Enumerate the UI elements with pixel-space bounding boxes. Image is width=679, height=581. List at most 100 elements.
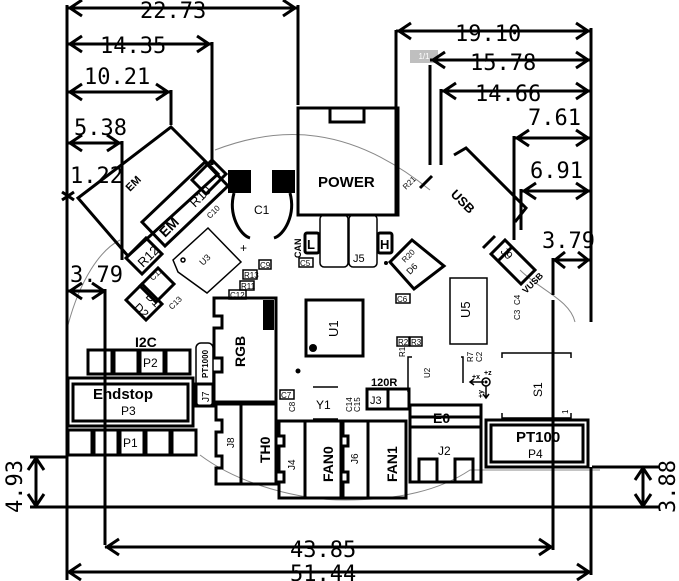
can-label: CAN — [293, 239, 303, 259]
i2c-label: I2C — [135, 334, 157, 350]
axis-x-label: +x — [472, 374, 480, 381]
j2-label: J2 — [438, 444, 451, 458]
r12-resistor — [123, 235, 165, 277]
u3-chip — [172, 226, 243, 294]
j2-e0-connector — [408, 403, 483, 484]
c15-label: C15 — [353, 397, 362, 412]
pt100-label: PT100 — [516, 429, 560, 446]
r7-label: R7 — [466, 351, 475, 362]
rgb-connector — [212, 296, 278, 404]
dim-3-79-left: 3.79 — [70, 263, 123, 288]
rgb-label: RGB — [232, 336, 248, 367]
s1-label: S1 — [531, 382, 545, 397]
e0-label: E0 — [433, 410, 450, 426]
j5-label: J5 — [353, 253, 365, 265]
s1-pin1-label: 1 — [561, 409, 570, 414]
y1-label: Y1 — [316, 398, 331, 412]
r3-label: R3 — [411, 338, 422, 347]
r10-label: R10 — [187, 183, 214, 210]
dim-19-10: 19.10 — [455, 22, 521, 47]
p4-label: P4 — [528, 447, 543, 461]
d1-d2-diodes — [123, 265, 177, 323]
dim-43-85: 43.85 — [290, 538, 356, 563]
smd-labels: C5 C6 C7 R13 C9 R11 C12 C10 C11 R2 R3 R1… — [148, 174, 522, 412]
c1-label: C1 — [254, 203, 270, 217]
em-pads-label: EM — [156, 214, 182, 240]
r13-label: R13 — [244, 271, 259, 280]
c5-label: C5 — [300, 259, 311, 268]
r2-label: R2 — [398, 338, 409, 347]
120r-label: 120R — [371, 377, 397, 389]
endstop-label: Endstop — [93, 386, 153, 403]
c4-label: C4 — [513, 294, 522, 305]
dim-4-93: 4.93 — [3, 460, 28, 513]
dim-22-73: 22.73 — [140, 0, 206, 24]
u5-label: U5 — [458, 301, 473, 318]
power-connector — [296, 106, 400, 217]
fan0-label: FAN0 — [320, 446, 336, 482]
dim-7-61: 7.61 — [528, 106, 581, 131]
s1-switch — [501, 352, 572, 419]
p4-pt100-connector — [484, 418, 590, 469]
r10-resistor — [189, 157, 229, 197]
j3-connector — [365, 387, 411, 411]
axis-z-label: +z — [484, 370, 492, 377]
c13-label: C13 — [167, 294, 184, 311]
em-label: EM — [124, 174, 144, 194]
c9-label: C9 — [260, 261, 271, 270]
c12-label: C12 — [230, 291, 245, 300]
dim-3-79-right: 3.79 — [542, 229, 595, 254]
c1-polarity-plus: + — [240, 241, 247, 255]
j8-th0-connector — [214, 402, 278, 486]
j7-label: J7 — [201, 391, 212, 402]
u2-sensor — [407, 356, 491, 400]
c8-label: C8 — [288, 401, 297, 412]
dim-15-78: 15.78 — [470, 51, 536, 76]
j8-label: J8 — [226, 437, 237, 448]
c14-label: C14 — [345, 397, 354, 412]
p2-label: P2 — [143, 356, 158, 370]
dim-3-88: 3.88 — [656, 460, 679, 513]
u5-chip — [449, 277, 488, 345]
r11-label: R11 — [241, 282, 256, 291]
dimension-lines-right — [394, 21, 593, 322]
r21-label: R21 — [401, 174, 418, 191]
fan1-label: FAN1 — [384, 446, 400, 482]
y1-crystal — [313, 386, 338, 420]
dim-10-21: 10.21 — [84, 65, 150, 90]
j4-label: J4 — [287, 459, 298, 470]
dim-5-38: 5.38 — [74, 116, 127, 141]
j3-label: J3 — [370, 395, 382, 407]
c11-label: C11 — [148, 266, 165, 283]
j6-fan1-connector — [341, 419, 408, 500]
axis-y-label: +y — [478, 390, 485, 398]
dim-14-66: 14.66 — [475, 82, 541, 107]
j9-connector — [488, 237, 538, 287]
r1-label: R1 — [398, 346, 407, 357]
u2-label: U2 — [423, 367, 432, 378]
j5-can-connector — [303, 214, 394, 268]
c1-capacitor — [228, 170, 295, 240]
dim-51-44: 51.44 — [290, 562, 356, 581]
can-h-label: H — [380, 237, 389, 252]
u3-label: U3 — [197, 252, 212, 267]
can-l-label: L — [307, 237, 315, 252]
d6-chip — [387, 237, 447, 292]
board-outline — [67, 134, 600, 501]
usb-label: USB — [448, 187, 478, 217]
u1-chip — [295, 298, 365, 374]
c6-label: C6 — [397, 295, 408, 304]
th0-label: TH0 — [257, 436, 273, 463]
dim-6-91: 6.91 — [530, 159, 583, 184]
p3-endstop-connector — [66, 376, 195, 428]
p2-header — [86, 345, 192, 545]
usb-connector — [418, 146, 529, 250]
c7-label: C7 — [281, 391, 292, 400]
p3-label: P3 — [121, 404, 136, 418]
j6-label: J6 — [350, 453, 361, 464]
c2-label: C2 — [475, 351, 484, 362]
p1-label: P1 — [123, 436, 138, 450]
j7-connector — [194, 342, 215, 408]
pt1000-label: PT1000 — [201, 349, 210, 378]
